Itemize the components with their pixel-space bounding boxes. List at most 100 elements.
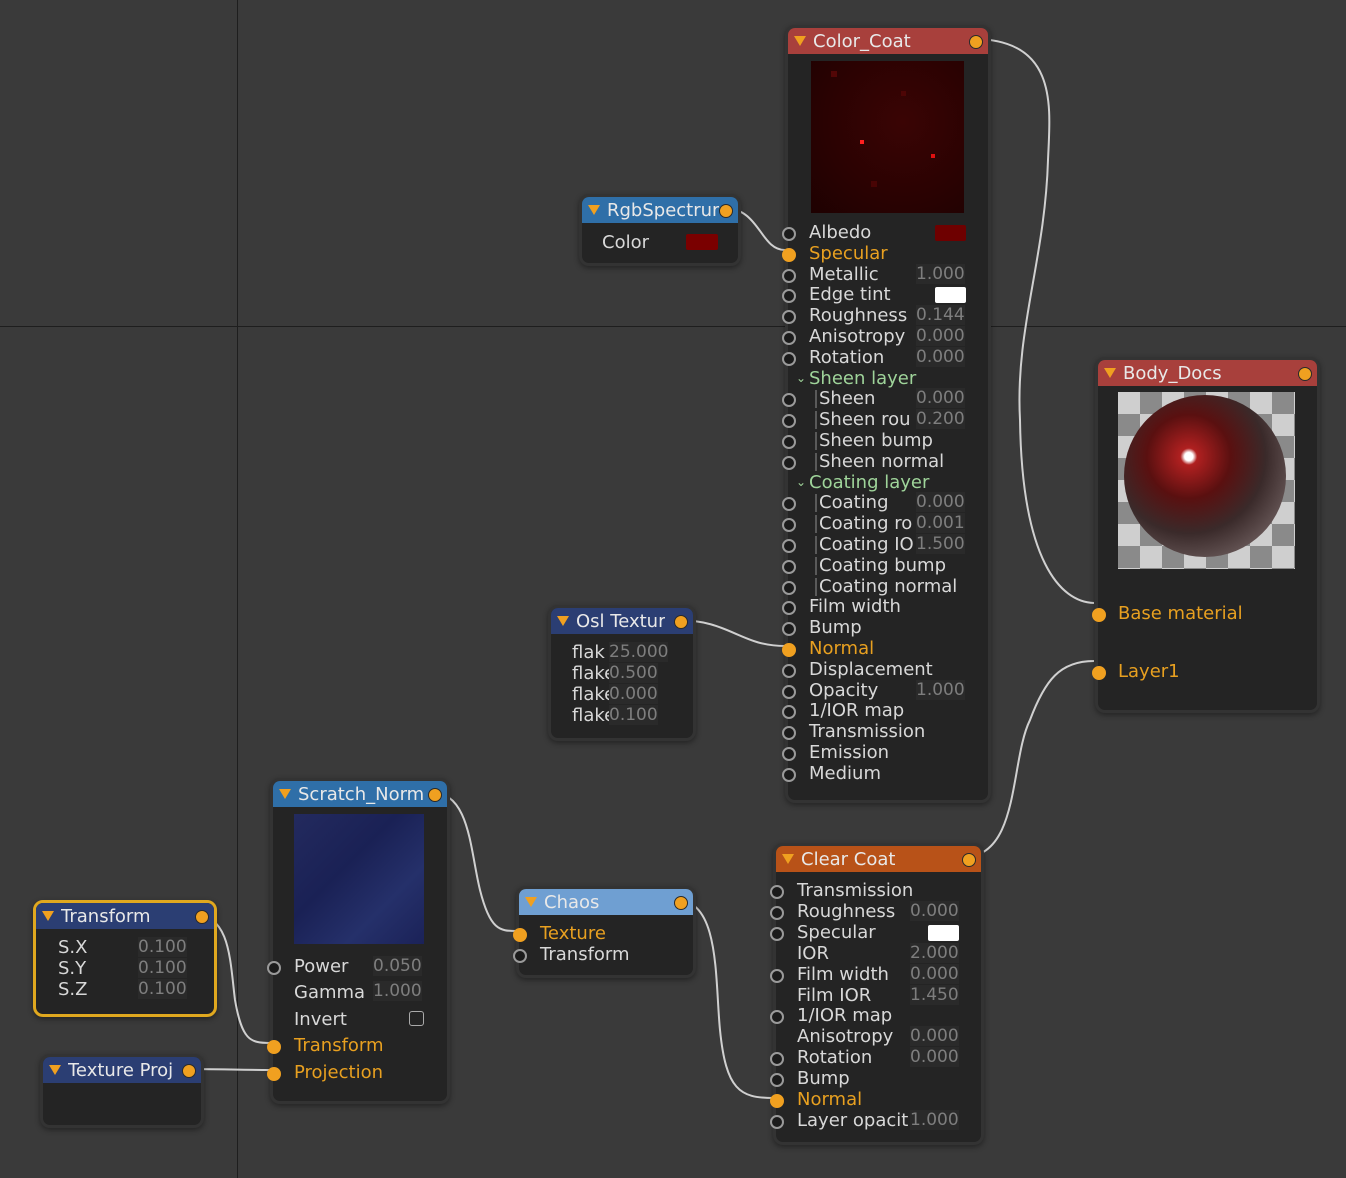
- input-socket[interactable]: [782, 310, 796, 325]
- input-socket[interactable]: [782, 705, 796, 720]
- input-socket[interactable]: [513, 928, 527, 942]
- collapse-triangle-icon[interactable]: [525, 897, 537, 907]
- input-value[interactable]: 0.000: [910, 963, 959, 984]
- node-rgb-spectrum[interactable]: RgbSpectrur Color: [579, 194, 741, 266]
- input-value[interactable]: 1.000: [916, 263, 965, 284]
- input-socket[interactable]: [782, 747, 796, 761]
- section-chevron-icon[interactable]: ⌄: [796, 370, 807, 385]
- input-socket[interactable]: [1092, 666, 1106, 680]
- input-value[interactable]: 0.000: [916, 492, 965, 513]
- input-socket[interactable]: [770, 1052, 784, 1067]
- input-value[interactable]: 1.500: [916, 534, 965, 554]
- input-value[interactable]: 0.001: [916, 513, 965, 534]
- input-socket[interactable]: [770, 1010, 784, 1025]
- input-value[interactable]: 1.000: [916, 679, 965, 700]
- input-socket[interactable]: [782, 559, 796, 574]
- input-socket[interactable]: [782, 497, 796, 512]
- color-swatch[interactable]: [928, 924, 959, 941]
- node-header[interactable]: Texture Proj: [43, 1057, 201, 1083]
- collapse-triangle-icon[interactable]: [782, 854, 794, 864]
- output-socket[interactable]: [674, 896, 688, 910]
- input-value[interactable]: 1.000: [910, 1109, 959, 1130]
- input-socket[interactable]: [782, 539, 796, 553]
- output-socket[interactable]: [674, 615, 688, 629]
- input-value[interactable]: 0.000: [910, 1026, 959, 1047]
- node-header[interactable]: Transform: [36, 903, 214, 929]
- input-value[interactable]: 0.000: [910, 900, 959, 921]
- input-socket[interactable]: [782, 767, 796, 782]
- collapse-triangle-icon[interactable]: [588, 205, 600, 215]
- gamma-value[interactable]: 1.000: [373, 981, 422, 1001]
- collapse-triangle-icon[interactable]: [42, 911, 54, 921]
- input-socket[interactable]: [770, 885, 784, 899]
- input-socket[interactable]: [782, 435, 796, 449]
- output-socket[interactable]: [428, 788, 442, 802]
- node-scratch-norm[interactable]: Scratch_Norm Power 0.050 Gamma 1.000 Inv…: [267, 778, 450, 1104]
- input-socket[interactable]: [770, 926, 784, 941]
- input-socket[interactable]: [782, 351, 796, 366]
- collapse-triangle-icon[interactable]: [794, 36, 806, 46]
- param-value[interactable]: 25.000: [609, 642, 669, 662]
- input-socket[interactable]: [770, 1073, 784, 1088]
- input-socket[interactable]: [267, 1067, 281, 1081]
- param-value[interactable]: 0.100: [138, 979, 187, 999]
- input-socket[interactable]: [782, 289, 796, 304]
- power-value[interactable]: 0.050: [373, 956, 422, 976]
- input-socket[interactable]: [782, 726, 796, 741]
- input-socket[interactable]: [782, 684, 796, 699]
- node-texture-projection[interactable]: Texture Proj: [40, 1054, 204, 1128]
- param-value[interactable]: 0.100: [138, 937, 187, 957]
- output-socket[interactable]: [182, 1064, 196, 1078]
- node-header[interactable]: Chaos: [519, 889, 693, 915]
- color-swatch[interactable]: [686, 234, 718, 250]
- input-socket[interactable]: [782, 663, 796, 678]
- input-socket[interactable]: [770, 905, 784, 920]
- node-chaos[interactable]: Chaos Texture Transform: [513, 886, 696, 978]
- output-socket[interactable]: [969, 35, 983, 49]
- collapse-triangle-icon[interactable]: [557, 616, 569, 626]
- collapse-triangle-icon[interactable]: [1104, 368, 1116, 378]
- node-header[interactable]: Scratch_Norm: [273, 781, 447, 807]
- node-header[interactable]: Osl Textur: [551, 608, 693, 634]
- collapse-triangle-icon[interactable]: [49, 1065, 61, 1075]
- input-value[interactable]: 0.000: [910, 1047, 959, 1068]
- input-socket[interactable]: [782, 601, 796, 616]
- param-value[interactable]: 0.000: [609, 684, 658, 704]
- input-socket[interactable]: [770, 968, 784, 983]
- input-value[interactable]: 0.000: [916, 326, 965, 346]
- output-socket[interactable]: [962, 853, 976, 867]
- input-socket[interactable]: [267, 1040, 281, 1054]
- param-value[interactable]: 0.500: [609, 663, 658, 683]
- input-value[interactable]: 0.000: [916, 388, 965, 409]
- color-swatch[interactable]: [935, 287, 966, 304]
- output-socket[interactable]: [195, 910, 209, 924]
- input-value[interactable]: 0.144: [916, 305, 965, 326]
- input-socket[interactable]: [782, 247, 796, 262]
- input-socket[interactable]: [782, 455, 796, 470]
- section-label[interactable]: Coating layer: [809, 471, 930, 493]
- node-header[interactable]: RgbSpectrur: [582, 197, 738, 223]
- node-header[interactable]: Color_Coat: [788, 28, 988, 54]
- input-socket[interactable]: [782, 268, 796, 283]
- section-chevron-icon[interactable]: ⌄: [796, 474, 807, 489]
- param-value[interactable]: 0.100: [609, 705, 658, 725]
- output-socket[interactable]: [1298, 367, 1312, 381]
- input-socket[interactable]: [782, 227, 796, 241]
- input-socket[interactable]: [782, 331, 796, 345]
- section-label[interactable]: Sheen layer: [809, 367, 917, 389]
- input-socket[interactable]: [770, 1114, 784, 1129]
- input-socket[interactable]: [782, 580, 796, 595]
- input-socket[interactable]: [770, 1094, 784, 1108]
- input-socket[interactable]: [782, 643, 796, 657]
- input-socket[interactable]: [513, 949, 527, 963]
- invert-checkbox[interactable]: [409, 1011, 424, 1026]
- collapse-triangle-icon[interactable]: [279, 789, 291, 799]
- input-socket[interactable]: [782, 414, 796, 429]
- color-swatch[interactable]: [935, 225, 966, 241]
- param-value[interactable]: 0.100: [138, 958, 187, 978]
